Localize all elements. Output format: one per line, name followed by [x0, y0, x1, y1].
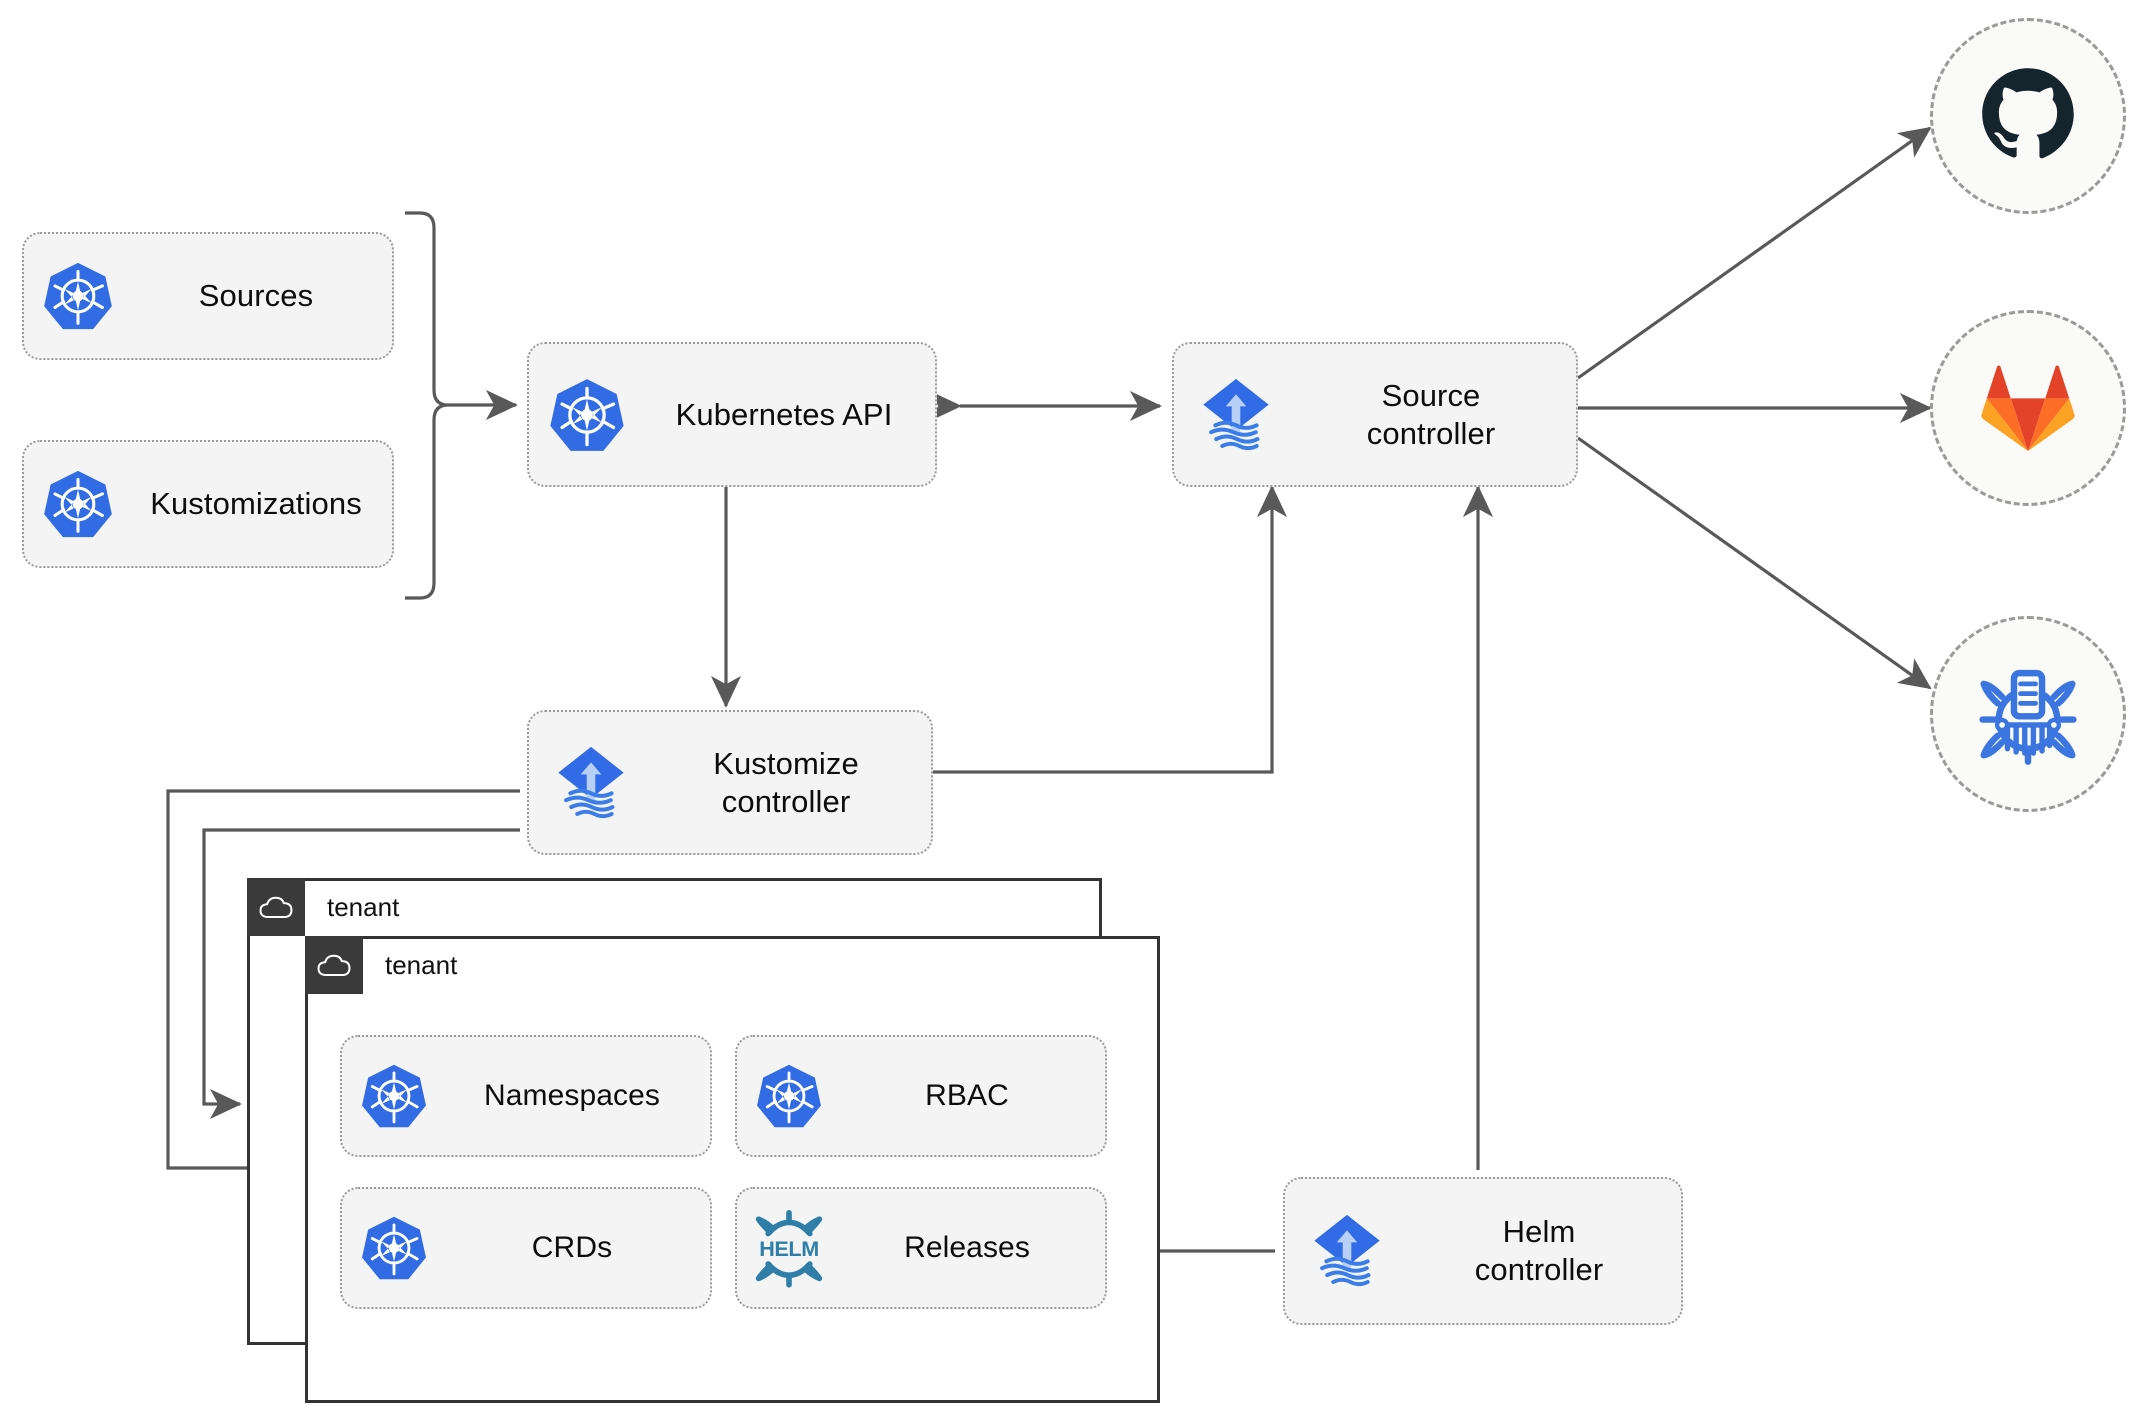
edge-source-to-helm-repo [1577, 436, 1932, 690]
edge-resources-brace [405, 211, 449, 600]
kubernetes-icon [529, 376, 645, 454]
edge-kustomize-to-tenant-outer [166, 789, 520, 1184]
flux-icon [1285, 1208, 1409, 1294]
cloud-icon [247, 878, 305, 936]
gitlab-icon [1980, 360, 2076, 457]
kubernetes-icon [342, 1062, 446, 1130]
kubernetes-icon [24, 260, 132, 332]
node-gitlab[interactable] [1930, 310, 2126, 506]
tenant-inner-container[interactable]: tenant [305, 936, 1160, 1403]
node-namespaces[interactable]: Namespaces [340, 1035, 712, 1157]
kubernetes-icon [24, 468, 132, 540]
node-source-controller[interactable]: Source controller [1172, 342, 1578, 487]
node-github[interactable] [1930, 18, 2126, 214]
node-helm-controller[interactable]: Helm controller [1283, 1177, 1683, 1325]
tenant-outer-label: tenant [327, 892, 400, 922]
node-kubernetes-api[interactable]: Kubernetes API [527, 342, 937, 487]
helm-icon: HELM [737, 1208, 841, 1288]
node-sources-label: Sources [198, 278, 314, 314]
node-kustomizations[interactable]: Kustomizations [22, 440, 394, 568]
node-rbac-label: RBAC [925, 1078, 1009, 1112]
flux-icon [1174, 372, 1298, 458]
node-releases-label: Releases [904, 1230, 1030, 1264]
node-helm-repository[interactable] [1930, 616, 2126, 812]
kubernetes-icon [737, 1062, 841, 1130]
svg-text:HELM: HELM [759, 1236, 819, 1261]
node-rbac[interactable]: RBAC [735, 1035, 1107, 1157]
edge-kustomize-to-tenant-inner [202, 828, 520, 1120]
kubernetes-icon [342, 1214, 446, 1282]
node-kustomizations-label: Kustomizations [150, 486, 362, 522]
node-releases[interactable]: HELM Releases [735, 1187, 1107, 1309]
node-source-controller-label: Source controller [1366, 377, 1496, 451]
edge-kustomize-to-source-controller [933, 485, 1288, 774]
flux-icon [529, 740, 653, 826]
node-helm-controller-label: Helm controller [1474, 1214, 1604, 1287]
node-crds-label: CRDs [531, 1230, 613, 1264]
node-sources[interactable]: Sources [22, 232, 394, 360]
github-icon [1976, 62, 2080, 171]
node-kubernetes-api-label: Kubernetes API [675, 396, 893, 432]
tenant-outer-header: tenant [247, 878, 399, 936]
helm-repository-icon [1974, 658, 2082, 771]
tenant-inner-label: tenant [385, 950, 458, 980]
node-kustomize-controller-label: Kustomize controller [713, 745, 859, 819]
node-namespaces-label: Namespaces [483, 1078, 661, 1112]
edge-source-to-github [1577, 126, 1932, 380]
cloud-icon [305, 936, 363, 994]
node-kustomize-controller[interactable]: Kustomize controller [527, 710, 933, 855]
node-crds[interactable]: CRDs [340, 1187, 712, 1309]
tenant-inner-header: tenant [305, 936, 457, 994]
